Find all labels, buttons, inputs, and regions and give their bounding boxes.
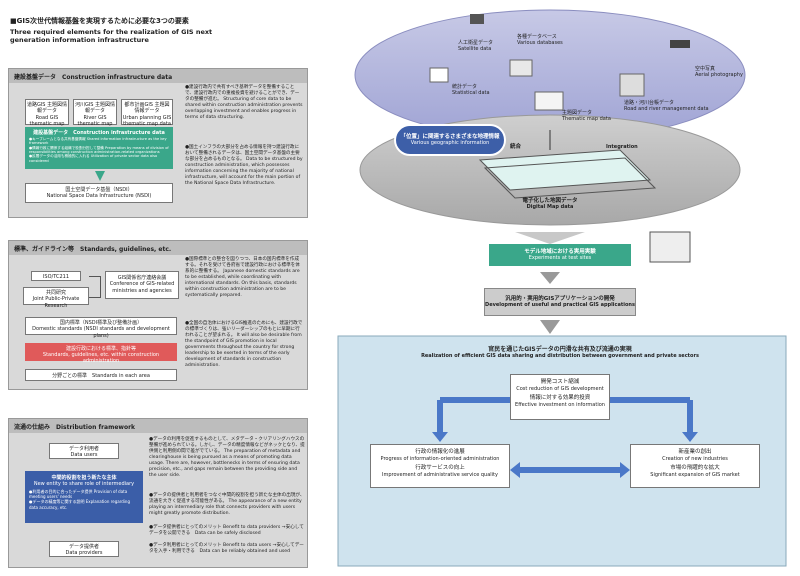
panel3-benefit-2: ●データ利用者にとってのメリット Benefit to data users →… [149, 543, 304, 554]
gis-dev-box: 汎用的・実用的GISアプリケーションの開発 Development of use… [484, 288, 636, 316]
field-standards-box: 分野ごとの標準 Standards in each area [25, 369, 177, 381]
cost-reduction-box: 開発コスト縮減 Cost reduction of GIS developmen… [510, 374, 610, 420]
panel2-side-text-1: ●国際標準との整合を図りつつ、日本の国内標準を作成する。それを受けて各府省で建設… [185, 257, 300, 298]
panel3-title: 流通の仕組み Distribution framework [9, 419, 307, 433]
arrow-down-1 [95, 171, 105, 181]
realization-title: 官民を通じたGISデータの円滑な共有及び流通の実現 Realization of… [421, 346, 699, 359]
statistical-icon [429, 67, 449, 83]
panel3-side-text-1: ●データの利用を促進するものとして、メタデータ・クリアリングハウスの整備が進めら… [149, 437, 305, 478]
nsdi-box: 国土空間データ基盤（NSDI）National Space Data Infra… [25, 183, 173, 203]
panel1-side-text-2: ●国土インフラの大部分を占める情報を持つ建設行政において整備されるデータは、国土… [185, 145, 303, 186]
digital-map-label: 電子化した地図データ Digital Map data [522, 198, 578, 210]
test-sites-box: モデル地域における実用実験 Experiments at test sites [489, 244, 631, 266]
panel1-title: 建設基盤データ Construction infrastructure data [9, 69, 307, 83]
database-icon [509, 59, 533, 77]
panel-construction-data: 建設基盤データ Construction infrastructure data… [8, 68, 308, 218]
domestic-standards-box: 国内標準（NSDI標準及び整備計画）Domestic standards (NS… [25, 317, 177, 339]
thematic-icon [534, 91, 564, 111]
panel2-title: 標準、ガイドライン等 Standards, guidelines, etc. [9, 241, 307, 255]
integration-label-jp: 統合 [510, 144, 522, 150]
bottom-arrow-left-head [510, 462, 520, 478]
road-river-icon [619, 73, 645, 97]
arrow-down-gray-1 [540, 272, 560, 284]
infra-data-green-box: 建設基盤データ Construction infrastructure data… [25, 127, 173, 169]
arrow-down-green [515, 232, 585, 244]
intermediary-entity-box: 中間的役割を担う新たな主体 New entity to share role o… [25, 471, 143, 523]
page-title-en: Three required elements for the realizat… [10, 28, 213, 45]
new-industry-box: 新産業の創出 Creation of new industries 市場の飛躍的… [630, 444, 760, 488]
satellite-icon [470, 14, 484, 24]
page-title-jp: ■GIS次世代情報基盤を実現するために必要な3つの要素 [10, 17, 189, 25]
right-arrow-head [682, 432, 698, 442]
admin-progress-box: 行政の情報化の進展 Progress of information-orient… [370, 444, 510, 488]
bottom-arrow-right-head [620, 462, 630, 478]
integration-label-en: Integration [606, 144, 638, 150]
panel1-side-text-1: ●建設行政内で共有すべき基幹データを整備することで、建設行政内での重複投資を避け… [185, 85, 303, 120]
iso-box: ISO/TC211 [31, 271, 81, 281]
left-arrow-head [432, 432, 448, 442]
digital-map-layer [478, 149, 652, 191]
location-info-badge: 「位置」に関連するさまざまな地理情報 Various geographic in… [394, 124, 506, 156]
panel2-side-text-2: ●全国の自治体におけるGIS推進のためにも、建設行政での標準づくりは、強いリーダ… [185, 321, 303, 368]
bracket-line [89, 276, 101, 298]
arrow-down-gray-2 [540, 320, 560, 334]
panel-standards: 標準、ガイドライン等 Standards, guidelines, etc. I… [8, 240, 308, 390]
helicopter-icon [670, 40, 690, 48]
computer-icon [649, 231, 691, 263]
panel3-side-text-2: ●データの提供者と利用者をつなぐ中間的役割を担う新たな主体の出現が、流通を大きく… [149, 493, 305, 516]
panel3-benefit-1: ●データ提供者にとってのメリット Benefit to data provide… [149, 525, 304, 536]
digital-map-layer-2 [483, 157, 657, 199]
